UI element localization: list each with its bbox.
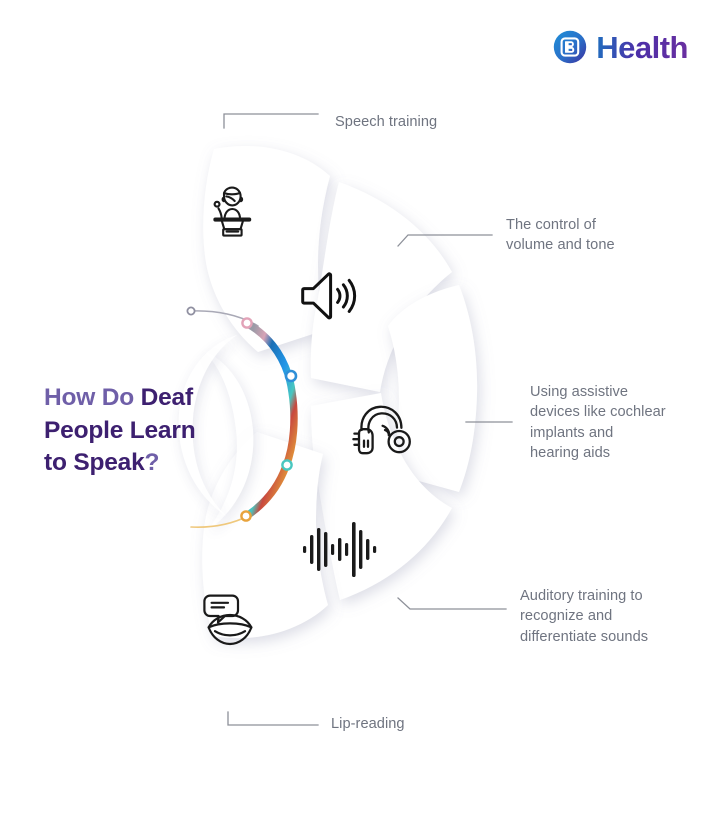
connector-auditory-training bbox=[397, 597, 507, 610]
node-start bbox=[186, 306, 196, 316]
label-volume-control: The control of volume and tone bbox=[506, 215, 696, 256]
label-line: devices like cochlear bbox=[530, 404, 666, 421]
label-line: recognize and bbox=[520, 608, 613, 625]
connector-volume-control bbox=[397, 234, 493, 247]
label-line: The control of bbox=[506, 217, 596, 233]
node-pink bbox=[241, 317, 253, 329]
label-line: differentiate sounds bbox=[520, 628, 649, 645]
brand-logo[interactable]: Health bbox=[553, 30, 688, 64]
headline-accent-2: People Learn bbox=[44, 416, 196, 444]
speaker-volume-icon bbox=[298, 265, 360, 327]
headline-accent-1: Deaf bbox=[140, 384, 194, 411]
hearing-aid-icon bbox=[341, 396, 415, 462]
headline-plain-2: ? bbox=[144, 449, 160, 477]
podium-speaker-icon bbox=[199, 176, 265, 242]
label-speech-training: Speech training bbox=[335, 114, 438, 130]
label-line: Using assistive bbox=[530, 384, 629, 400]
node-orange bbox=[240, 510, 252, 522]
label-assistive-devices: Using assistive devices like cochlear im… bbox=[530, 382, 710, 464]
label-auditory-training: Auditory training to recognize and diffe… bbox=[520, 586, 710, 647]
page-title: How Do Deaf People Learn to Speak? bbox=[44, 382, 249, 480]
sound-wave-icon bbox=[301, 518, 379, 580]
label-line: hearing aids bbox=[530, 445, 611, 462]
node-blue bbox=[284, 369, 298, 383]
connector-lip-reading bbox=[227, 711, 319, 726]
headline-accent-3: to Speak bbox=[44, 449, 145, 477]
label-line: volume and tone bbox=[506, 237, 615, 254]
label-line: implants and bbox=[530, 424, 614, 441]
headline-plain-1: How Do bbox=[44, 384, 141, 411]
b-circle-logo-icon bbox=[553, 30, 587, 64]
connector-speech-training bbox=[223, 113, 319, 129]
label-lip-reading: Lip-reading bbox=[331, 716, 405, 732]
brand-name: Health bbox=[596, 29, 688, 65]
label-line: Auditory training to bbox=[520, 588, 643, 604]
node-teal bbox=[281, 459, 293, 471]
lips-speech-bubble-icon bbox=[194, 585, 268, 653]
